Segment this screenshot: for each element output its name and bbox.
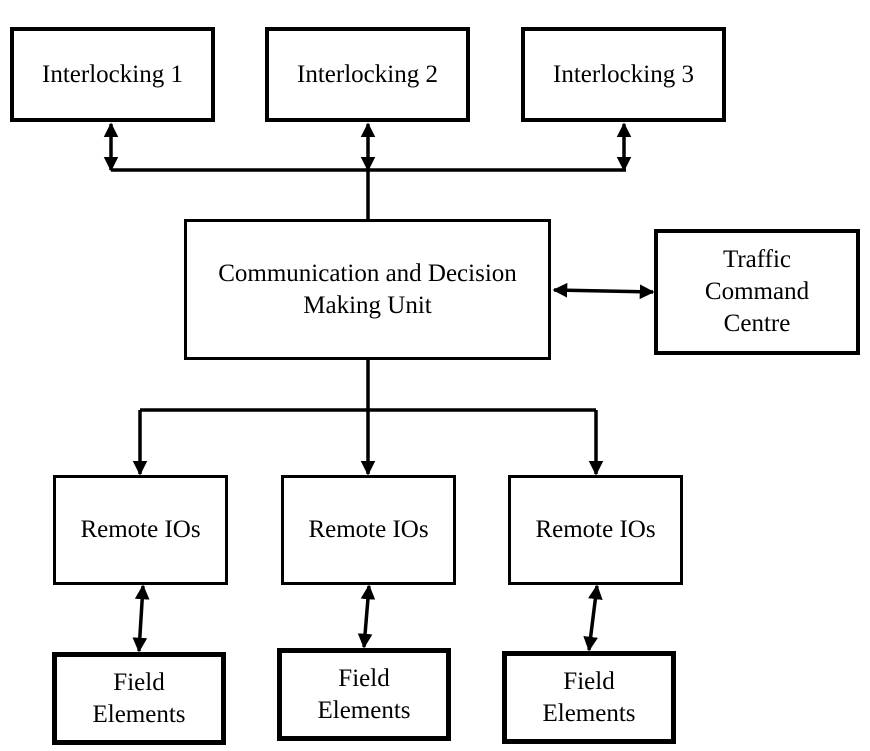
field-elements-3-box: Field Elements [502,651,676,744]
remote-ios-1-label: Remote IOs [80,516,201,543]
field-elements-2-line-1: Field [338,664,390,692]
field-elements-3-line-2: Elements [542,699,636,727]
communication-decision-unit-box: Communication and Decision Making Unit [184,219,551,360]
remote-ios-3-box: Remote IOs [508,475,683,585]
remote-ios-2-box: Remote IOs [281,475,456,585]
interlocking-1-box: Interlocking 1 [10,27,215,122]
field-elements-1-line-2: Elements [92,700,186,728]
interlocking-1-label: Interlocking 1 [42,60,183,88]
central-unit-line-2: Making Unit [303,291,432,319]
remote-ios-3-label: Remote IOs [535,516,656,543]
interlocking-2-box: Interlocking 2 [265,27,470,122]
traffic-centre-line-1: Traffic [722,246,792,273]
interlocking-3-label: Interlocking 3 [553,60,694,88]
arrow-remote-field-1 [132,584,150,653]
remote-ios-2-label: Remote IOs [308,516,429,543]
arrow-remote-field-3 [583,584,603,652]
field-elements-1-box: Field Elements [52,652,226,745]
field-elements-3-line-1: Field [563,667,615,695]
traffic-centre-line-2: Command [704,278,810,305]
field-elements-2-line-2: Elements [317,696,411,724]
traffic-command-centre-box: Traffic Command Centre [654,229,860,355]
field-elements-2-box: Field Elements [277,648,451,741]
traffic-centre-line-3: Centre [723,310,791,337]
arrow-central-traffic [552,282,655,300]
remote-ios-1-box: Remote IOs [53,475,228,585]
field-elements-1-line-1: Field [113,668,165,696]
interlocking-2-label: Interlocking 2 [297,60,438,88]
arrow-remote-field-2 [357,584,376,649]
interlocking-3-box: Interlocking 3 [521,27,726,122]
central-unit-line-1: Communication and Decision [218,259,517,287]
